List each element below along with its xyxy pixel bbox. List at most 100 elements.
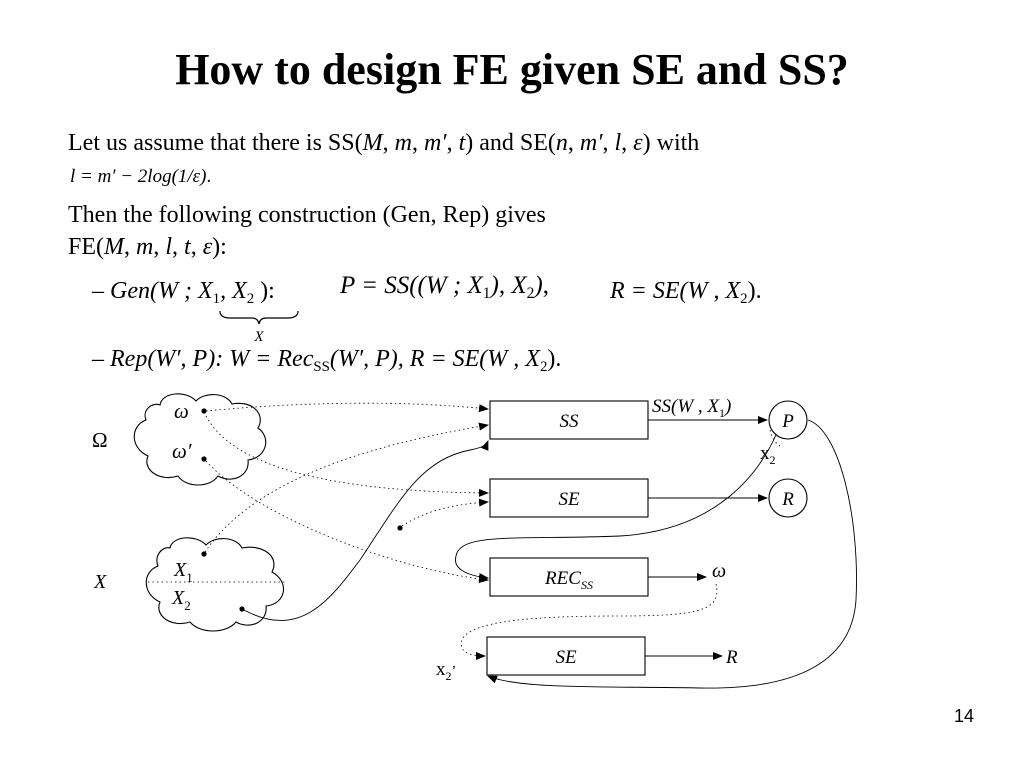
point-omega-prime bbox=[201, 456, 207, 462]
fe-params: FE(M, m, l, t, ε): bbox=[68, 234, 227, 260]
omega-prime-label: ω′ bbox=[172, 439, 192, 463]
gen-comma: , X bbox=[220, 278, 247, 304]
se-box-1 bbox=[489, 478, 649, 518]
ss-param-M: M bbox=[362, 130, 383, 156]
rec-box-label-sub: SS bbox=[581, 578, 593, 592]
rep-expr2: (W′, P), R = SE(W , X bbox=[329, 346, 540, 372]
ss-output-close: ) bbox=[724, 396, 731, 417]
x2-label: X2 bbox=[171, 587, 191, 613]
ss-output-label: SS(W , X1) bbox=[652, 396, 731, 420]
omega-cloud bbox=[133, 393, 267, 486]
rep-close: ). bbox=[547, 346, 562, 372]
intro-mid: ) and SE( bbox=[465, 130, 556, 156]
fe-param-eps: ε bbox=[202, 234, 213, 260]
solid-edges bbox=[243, 416, 857, 689]
gen-p-text: P = SS((W ; X bbox=[340, 272, 483, 299]
fe-param-l: l bbox=[165, 234, 173, 260]
x2-bottom-label: x2’ bbox=[436, 659, 456, 683]
edge-omega-ss bbox=[205, 402, 489, 413]
gen-x1-sub: 1 bbox=[212, 290, 221, 307]
ss-param-mprime: m′ bbox=[423, 130, 447, 156]
point-x1 bbox=[201, 551, 207, 557]
page-number: 14 bbox=[953, 706, 974, 726]
gen-line: – Gen(W ; X1, X2 ): bbox=[92, 278, 275, 308]
x2-near-p-text: x bbox=[760, 443, 770, 464]
rep-line: – Rep(W′, P): W = RecSS(W′, P), R = SE(W… bbox=[92, 346, 561, 376]
se-param-mprime: m′ bbox=[579, 130, 603, 156]
x1-label: X1 bbox=[173, 559, 193, 585]
se-param-l: l bbox=[614, 130, 622, 156]
x1-label-text: X bbox=[173, 559, 187, 581]
rep-rec-sub: SS bbox=[313, 358, 330, 375]
x-set-label: X bbox=[93, 571, 107, 593]
rec-output-label: ω bbox=[712, 560, 726, 582]
edge-p-rec bbox=[455, 434, 777, 581]
dotted-edges bbox=[204, 402, 781, 660]
x2-label-text: X bbox=[171, 587, 185, 609]
intro-prefix: Let us assume that there is SS( bbox=[68, 130, 363, 156]
gen-r-expr: R = SE(W , X2). bbox=[610, 278, 762, 308]
x2-bottom-mark: ’ bbox=[452, 664, 457, 679]
ss-param-t: t bbox=[458, 130, 466, 156]
gen-p-close: ) bbox=[534, 272, 543, 299]
edge-x2-ss bbox=[243, 440, 489, 621]
construction-line: Then the following construction (Gen, Re… bbox=[68, 202, 546, 228]
se-param-eps: ε bbox=[633, 130, 643, 156]
point-omega bbox=[201, 408, 207, 414]
ss-output-sub: 1 bbox=[719, 406, 725, 420]
x2-bottom-sub: 2 bbox=[446, 669, 452, 683]
intro-line: Let us assume that there is SS(M, m, m′,… bbox=[68, 130, 700, 156]
node-p-label: P bbox=[781, 411, 794, 432]
gen-sep: , bbox=[542, 272, 549, 299]
ss-param-m: m bbox=[394, 130, 412, 156]
se-box-1-label: SE bbox=[558, 489, 580, 510]
l-formula: l = m′ − 2log(1/ε). bbox=[70, 166, 211, 188]
edge-rec-se2 bbox=[460, 583, 718, 660]
node-p bbox=[768, 400, 808, 440]
gen-brace-label: X bbox=[253, 329, 264, 345]
gen-open: (W ; X bbox=[149, 278, 213, 304]
x2-label-sub: 2 bbox=[184, 598, 191, 613]
rec-box-label-text: REC bbox=[544, 568, 581, 589]
se-param-n: n bbox=[555, 130, 568, 156]
ss-box-label: SS bbox=[560, 411, 580, 432]
node-r-label: R bbox=[781, 489, 794, 510]
gen-close: ): bbox=[254, 278, 275, 304]
ss-output-text: SS(W , X bbox=[652, 396, 720, 417]
fe-param-M: M bbox=[104, 234, 124, 260]
gen-x2-sub: 2 bbox=[246, 290, 255, 307]
fe-param-m: m bbox=[136, 234, 154, 260]
gen-p-mid: ), X bbox=[490, 272, 527, 299]
edge-x1-ss bbox=[204, 422, 489, 553]
rep-r-sub: 2 bbox=[539, 358, 548, 375]
ss-box bbox=[489, 400, 649, 440]
gen-underbrace: X bbox=[219, 310, 299, 345]
point-mid bbox=[397, 525, 403, 531]
intro-suffix: ) with bbox=[642, 130, 700, 156]
rep-dash: – bbox=[92, 346, 104, 372]
gen-dash: – bbox=[92, 278, 104, 304]
slide-title: How to design FE given SE and SS? bbox=[175, 45, 849, 94]
gen-p-expr: P = SS((W ; X1), X2), bbox=[340, 272, 549, 303]
omega-set-label: Ω bbox=[92, 428, 108, 452]
edge-ss-out-p bbox=[769, 429, 781, 447]
se2-output-label: R bbox=[725, 647, 738, 668]
gen-name: Gen bbox=[110, 278, 150, 304]
node-r bbox=[768, 478, 808, 518]
point-x2 bbox=[239, 606, 245, 612]
gen-p-sub2: 2 bbox=[526, 284, 535, 302]
x2-bottom-text: x bbox=[436, 659, 446, 680]
gen-r-close: ). bbox=[747, 278, 762, 304]
gen-r-sub: 2 bbox=[740, 290, 748, 307]
se-box-2 bbox=[486, 636, 646, 676]
rep-expr: Rep(W′, P): W = Rec bbox=[110, 346, 314, 372]
edge-mid-se1 bbox=[401, 498, 489, 527]
edge-p-se2-loop bbox=[487, 419, 857, 689]
x2-near-p: x2 bbox=[760, 443, 776, 467]
omega-label: ω bbox=[174, 399, 189, 423]
x1-label-sub: 1 bbox=[186, 570, 193, 585]
x-cloud bbox=[145, 537, 284, 632]
se-box-2-label: SE bbox=[555, 647, 577, 668]
